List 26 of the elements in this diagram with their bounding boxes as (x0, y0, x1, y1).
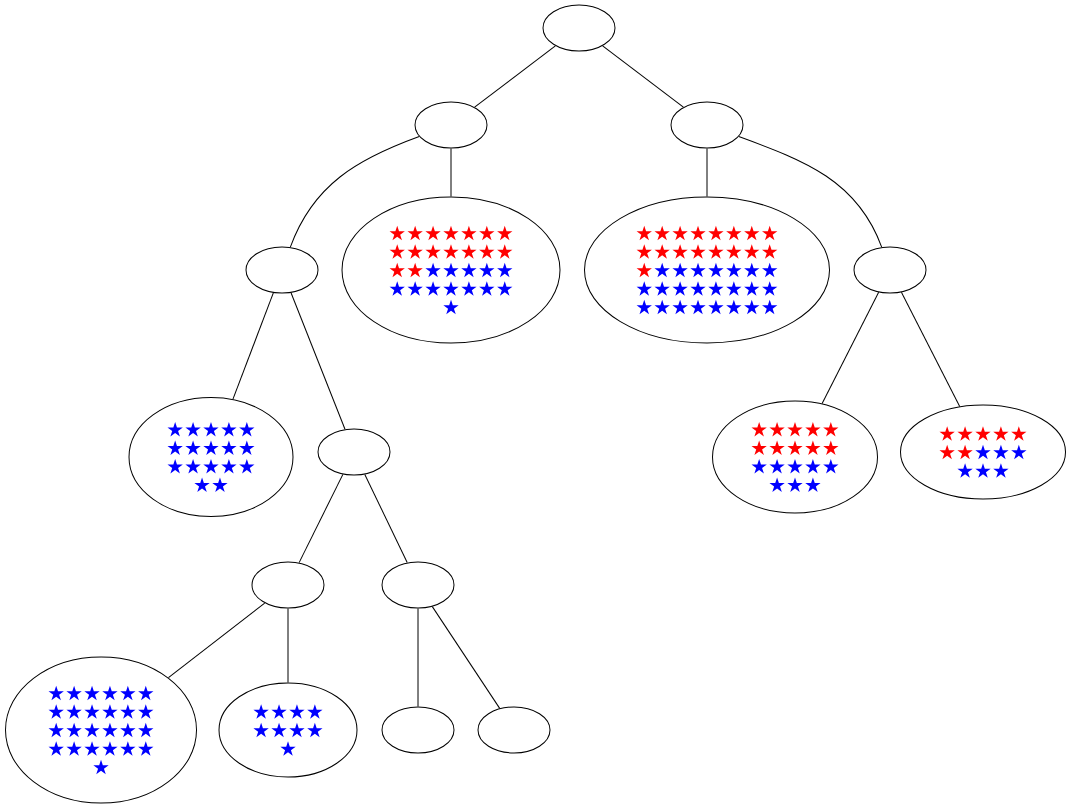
tree-edge (417, 608, 419, 707)
empty-ellipse (414, 101, 488, 149)
tree-edge (706, 148, 708, 197)
tree-edge (298, 473, 344, 564)
tree-edge (431, 606, 501, 709)
empty-ellipse (670, 101, 744, 149)
empty-ellipse (542, 4, 616, 52)
tree-edge (474, 45, 556, 108)
tree-edge (450, 148, 452, 197)
empty-ellipse (477, 706, 551, 754)
tree-edge (289, 136, 420, 248)
tree-edge (364, 473, 408, 564)
tree-edge (232, 292, 274, 400)
empty-ellipse (381, 561, 455, 609)
empty-ellipse (317, 428, 391, 476)
tree-edge (821, 291, 880, 405)
tree-edge (287, 608, 289, 683)
tree-edge (290, 292, 346, 430)
empty-ellipse (853, 246, 927, 294)
tree-edge (602, 45, 684, 108)
tree-edge (167, 602, 266, 679)
tree-edge (738, 136, 883, 248)
empty-ellipse (381, 706, 455, 754)
empty-ellipse (251, 561, 325, 609)
tree-edge (900, 291, 961, 407)
empty-ellipse (245, 246, 319, 294)
